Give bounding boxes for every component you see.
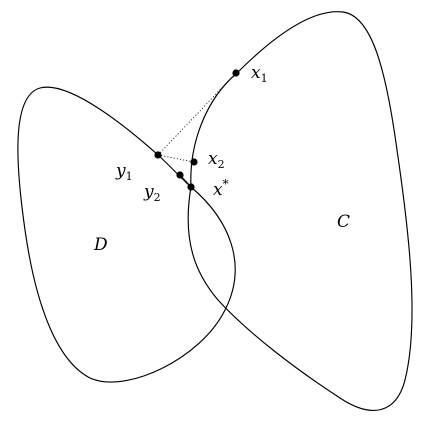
point-x1	[232, 69, 240, 77]
point-x-star	[187, 183, 195, 191]
point-y2	[176, 171, 184, 179]
point-x2	[190, 158, 198, 166]
point-y1	[154, 151, 162, 159]
set-d-boundary	[17, 86, 236, 383]
dotted-line-y1-x2	[157, 154, 195, 163]
label-x-star: x*	[213, 177, 229, 200]
dotted-line-y1-x1	[157, 72, 237, 156]
label-y1: y1	[115, 161, 133, 183]
label-y2: y2	[143, 182, 161, 204]
label-x2: x2	[208, 149, 225, 171]
label-set-d: D	[93, 235, 108, 255]
label-set-c: C	[337, 212, 350, 232]
label-x1: x1	[251, 63, 268, 85]
set-c-boundary	[187, 11, 413, 411]
